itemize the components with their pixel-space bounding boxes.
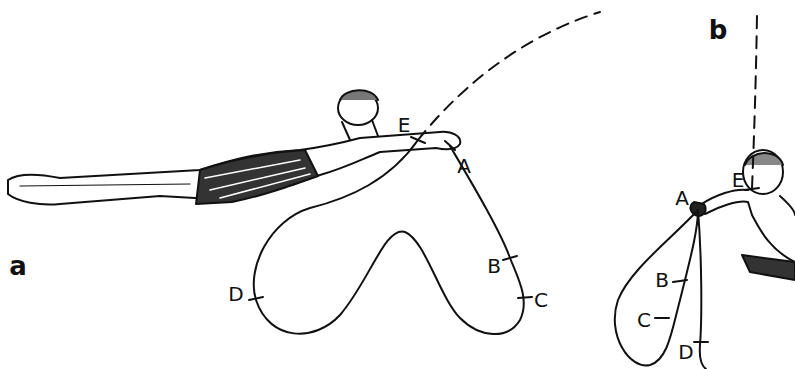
stroke-point-label: B xyxy=(487,256,501,276)
stroke-point-label: A xyxy=(675,188,689,208)
stroke-point-label: E xyxy=(732,170,745,190)
stroke-point-label: C xyxy=(534,290,548,310)
panel-letter: a xyxy=(9,253,27,279)
panel-letter: b xyxy=(709,17,728,43)
stroke-point-label: E xyxy=(398,115,411,135)
stroke-point-label: A xyxy=(457,156,471,176)
stroke-point-label: B xyxy=(655,270,669,290)
stroke-point-label: C xyxy=(637,310,651,330)
stroke-point-label: D xyxy=(228,284,243,304)
stroke-point-label: D xyxy=(678,342,693,362)
